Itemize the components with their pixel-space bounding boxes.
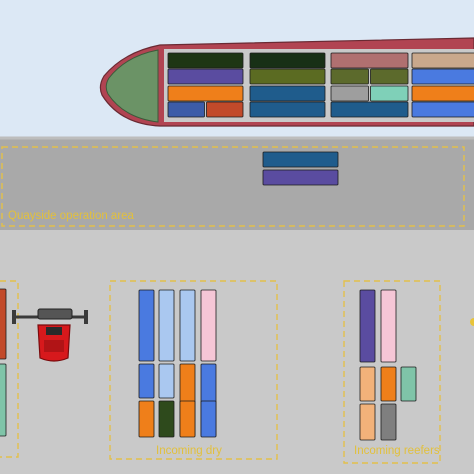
yard-ground [0, 230, 474, 474]
quayside-zone-border [1, 146, 465, 227]
dry-container[interactable] [138, 289, 155, 362]
vessel-bow [105, 49, 159, 123]
quay-container[interactable] [262, 151, 339, 168]
left-yard-zone [0, 280, 19, 458]
reefer-container[interactable] [359, 403, 376, 441]
reefer-container[interactable] [359, 366, 376, 402]
vessel-bays [167, 52, 474, 118]
dry-container[interactable] [158, 289, 175, 362]
ship-container[interactable] [411, 101, 474, 118]
quayside-label: Quayside operation area [8, 210, 135, 222]
ship-container[interactable] [167, 68, 244, 85]
dry-container[interactable] [158, 400, 175, 438]
ship-container[interactable] [249, 101, 326, 118]
ship-container[interactable] [370, 68, 409, 85]
ship-container[interactable] [249, 68, 326, 85]
ship-container[interactable] [330, 101, 409, 118]
dry-container[interactable] [200, 289, 217, 362]
reefer-container[interactable] [380, 403, 397, 441]
incoming-dry-containers[interactable] [138, 289, 217, 438]
reefer-container[interactable] [400, 366, 417, 402]
ship-container[interactable] [411, 52, 474, 69]
dry-container[interactable] [179, 289, 196, 362]
ship-container[interactable] [206, 101, 244, 118]
truck-icon[interactable] [12, 308, 88, 362]
ship-container[interactable] [411, 85, 474, 102]
ship-container[interactable] [167, 85, 244, 102]
ship-container[interactable] [249, 85, 326, 102]
ship-container[interactable] [330, 85, 369, 102]
ship-container[interactable] [330, 68, 369, 85]
ship-container[interactable] [411, 68, 474, 85]
quay-container[interactable] [262, 169, 339, 186]
ship-container[interactable] [249, 52, 326, 69]
reefer-container[interactable] [380, 366, 397, 402]
incoming-reefers-label: Incoming reefers [354, 445, 440, 457]
dry-container[interactable] [179, 400, 196, 438]
yard-container[interactable] [0, 288, 7, 360]
ship-container[interactable] [167, 101, 205, 118]
dry-container[interactable] [158, 363, 175, 399]
dry-container[interactable] [138, 400, 155, 438]
ship-container[interactable] [167, 52, 244, 69]
dry-container[interactable] [138, 363, 155, 399]
incoming-dry-zone [109, 280, 278, 460]
incoming-reefers-zone [343, 280, 441, 464]
incoming-dry-label: Incoming dry [156, 445, 222, 457]
reefer-container[interactable] [380, 289, 397, 363]
left-yard-containers[interactable] [0, 288, 7, 437]
quay-container-stack[interactable] [262, 151, 339, 186]
yard-container[interactable] [0, 363, 7, 437]
ship-container[interactable] [330, 52, 409, 69]
dry-container[interactable] [200, 400, 217, 438]
reefer-container[interactable] [359, 289, 376, 363]
incoming-reefers-containers[interactable] [359, 289, 417, 441]
ship-container[interactable] [370, 85, 409, 102]
vessel[interactable] [99, 37, 474, 127]
edge-vehicle-icon [470, 318, 474, 326]
